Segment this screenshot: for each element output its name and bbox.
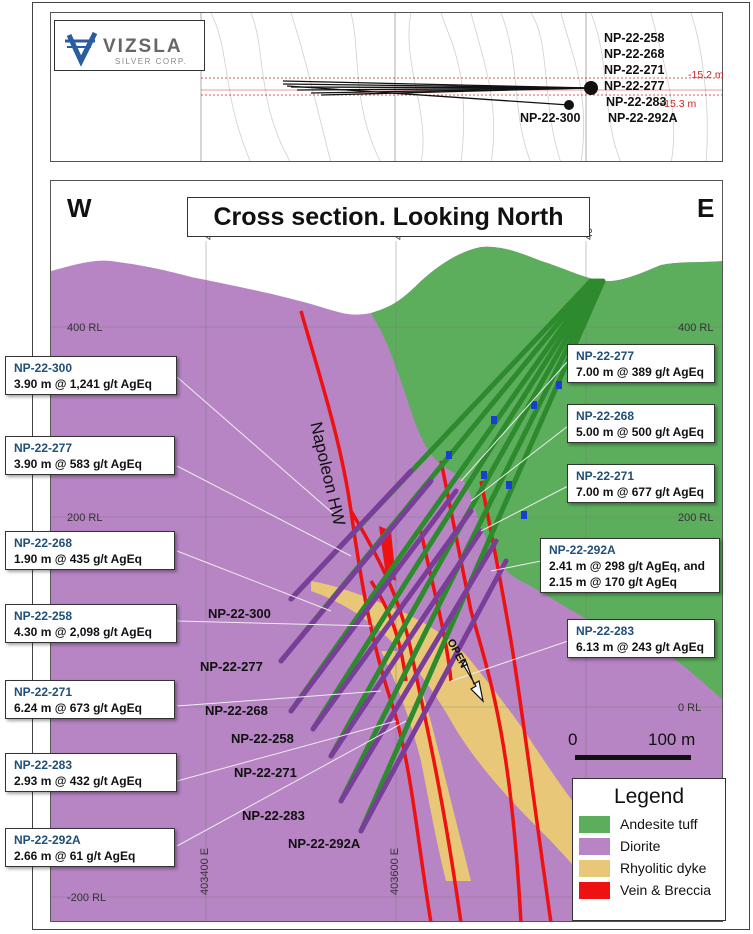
east-label: E bbox=[697, 193, 715, 223]
callout-right-268: NP-22-268 5.00 m @ 500 g/t AgEq bbox=[567, 404, 715, 443]
logo-name: VIZSLA bbox=[103, 36, 183, 57]
legend-item: Vein & Breccia bbox=[579, 879, 725, 901]
legend-label: Vein & Breccia bbox=[620, 882, 712, 898]
hole-label-283: NP-22-283 bbox=[242, 808, 305, 823]
callout-hole: NP-22-283 bbox=[576, 624, 635, 638]
legend-item: Diorite bbox=[579, 835, 725, 857]
hole-label-292a: NP-22-292A bbox=[288, 836, 361, 851]
legend-swatch bbox=[579, 881, 610, 899]
callout-hole: NP-22-292A bbox=[14, 833, 81, 847]
scale-zero: 0 bbox=[568, 730, 578, 749]
plan-hole-label: NP-22-283 bbox=[606, 95, 667, 109]
callout-hole: NP-22-271 bbox=[576, 469, 635, 483]
rl-400-right: 400 RL bbox=[678, 322, 714, 334]
easting-403600: 403600 E bbox=[389, 847, 401, 895]
legend-title: Legend bbox=[613, 785, 685, 808]
hole-label-271: NP-22-271 bbox=[234, 765, 297, 780]
callout-left-292a: NP-22-292A 2.66 m @ 61 g/t AgEq bbox=[5, 828, 175, 867]
callout-hole: NP-22-268 bbox=[576, 409, 635, 423]
callout-leaders bbox=[176, 360, 569, 847]
legend-label: Andesite tuff bbox=[620, 816, 698, 832]
callout-value: 4.30 m @ 2,098 g/t AgEq bbox=[14, 625, 152, 639]
hole-label-268: NP-22-268 bbox=[205, 703, 268, 718]
callout-right-271: NP-22-271 7.00 m @ 677 g/t AgEq bbox=[567, 464, 715, 503]
collar-cluster-marker bbox=[584, 81, 598, 95]
callout-right-277: NP-22-277 7.00 m @ 389 g/t AgEq bbox=[567, 344, 715, 383]
callout-left-283: NP-22-283 2.93 m @ 432 g/t AgEq bbox=[5, 753, 177, 792]
legend-swatch bbox=[579, 859, 610, 877]
callout-left-271: NP-22-271 6.24 m @ 673 g/t AgEq bbox=[5, 680, 175, 719]
callout-value: 3.90 m @ 1,241 g/t AgEq bbox=[14, 377, 152, 391]
callout-hole: NP-22-268 bbox=[14, 536, 73, 550]
plan-map bbox=[200, 13, 722, 161]
hole-label-277: NP-22-277 bbox=[200, 659, 263, 674]
legend-swatch bbox=[579, 837, 610, 855]
plan-hole-label: NP-22-292A bbox=[608, 111, 678, 125]
legend-item: Andesite tuff bbox=[579, 813, 725, 835]
plan-hole-list: NP-22-258 NP-22-268 NP-22-271 NP-22-277 … bbox=[604, 30, 677, 126]
drill-holes-diorite bbox=[278, 468, 509, 834]
vizsla-logo: VIZSLA SILVER CORP. bbox=[54, 20, 205, 71]
callout-right-283: NP-22-283 6.13 m @ 243 g/t AgEq bbox=[567, 619, 715, 658]
plan-offset-upper: -15.2 m bbox=[688, 69, 724, 81]
callout-hole: NP-22-258 bbox=[14, 609, 73, 623]
legend-label: Diorite bbox=[620, 838, 661, 854]
legend-swatch bbox=[579, 815, 610, 833]
topo-contours bbox=[210, 13, 708, 161]
plan-offset-lines bbox=[201, 77, 722, 96]
callout-hole: NP-22-300 bbox=[14, 361, 73, 375]
callout-value: 2.93 m @ 432 g/t AgEq bbox=[14, 774, 142, 788]
rhyolitic-dyke-branch bbox=[381, 651, 471, 881]
plan-hole-label: NP-22-277 bbox=[604, 79, 665, 93]
callout-hole: NP-22-283 bbox=[14, 758, 73, 772]
callout-hole: NP-22-271 bbox=[14, 685, 73, 699]
legend-item: Rhyolitic dyke bbox=[579, 857, 725, 879]
callout-right-292a: NP-22-292A 2.41 m @ 298 g/t AgEq, and 2.… bbox=[540, 538, 720, 593]
callout-value: 6.24 m @ 673 g/t AgEq bbox=[14, 701, 142, 715]
plan-drill-traces bbox=[282, 80, 592, 106]
callout-hole: NP-22-292A bbox=[549, 543, 616, 557]
callout-value: 2.41 m @ 298 g/t AgEq, and 2.15 m @ 170 … bbox=[549, 559, 705, 589]
scale-length: 100 m bbox=[648, 730, 696, 749]
callout-value: 6.13 m @ 243 g/t AgEq bbox=[576, 640, 704, 654]
callout-left-268: NP-22-268 1.90 m @ 435 g/t AgEq bbox=[5, 531, 175, 570]
open-arrow bbox=[460, 658, 484, 703]
rl-400-left: 400 RL bbox=[67, 322, 103, 334]
callout-hole: NP-22-277 bbox=[14, 441, 73, 455]
callout-left-258: NP-22-258 4.30 m @ 2,098 g/t AgEq bbox=[5, 604, 177, 643]
rl-neg200-left: -200 RL bbox=[67, 892, 107, 904]
logo-mark: VIZSLA SILVER CORP. bbox=[65, 31, 187, 67]
rl-200-left: 200 RL bbox=[67, 512, 103, 524]
callout-value: 7.00 m @ 677 g/t AgEq bbox=[576, 485, 704, 499]
collar-300-marker bbox=[564, 100, 574, 110]
rl-0-right: 0 RL bbox=[678, 702, 702, 714]
plan-hole-label: NP-22-271 bbox=[604, 63, 665, 77]
hole-label-300: NP-22-300 bbox=[208, 606, 271, 621]
legend: Legend Andesite tuff Diorite Rhyolitic d… bbox=[572, 778, 726, 921]
plan-offset-lower: +15.3 m bbox=[658, 98, 697, 110]
easting-403400: 403400 E bbox=[199, 847, 211, 895]
legend-label: Rhyolitic dyke bbox=[620, 860, 707, 876]
callout-value: 7.00 m @ 389 g/t AgEq bbox=[576, 365, 704, 379]
callout-left-277: NP-22-277 3.90 m @ 583 g/t AgEq bbox=[5, 436, 175, 475]
callout-value: 5.00 m @ 500 g/t AgEq bbox=[576, 425, 704, 439]
plan-hole-300-label: NP-22-300 bbox=[520, 111, 581, 125]
callout-value: 2.66 m @ 61 g/t AgEq bbox=[14, 849, 136, 863]
plan-hole-label: NP-22-268 bbox=[604, 47, 665, 61]
section-title: Cross section. Looking North bbox=[187, 197, 590, 237]
callout-value: 3.90 m @ 583 g/t AgEq bbox=[14, 457, 142, 471]
callout-value: 1.90 m @ 435 g/t AgEq bbox=[14, 552, 142, 566]
callout-left-300: NP-22-300 3.90 m @ 1,241 g/t AgEq bbox=[5, 356, 177, 395]
west-label: W bbox=[67, 193, 92, 223]
plan-hole-label: NP-22-258 bbox=[604, 31, 665, 45]
callout-hole: NP-22-277 bbox=[576, 349, 635, 363]
hole-label-258: NP-22-258 bbox=[231, 731, 294, 746]
scale-bar bbox=[575, 755, 691, 760]
rl-200-right: 200 RL bbox=[678, 512, 714, 524]
logo-sub: SILVER CORP. bbox=[115, 57, 187, 66]
